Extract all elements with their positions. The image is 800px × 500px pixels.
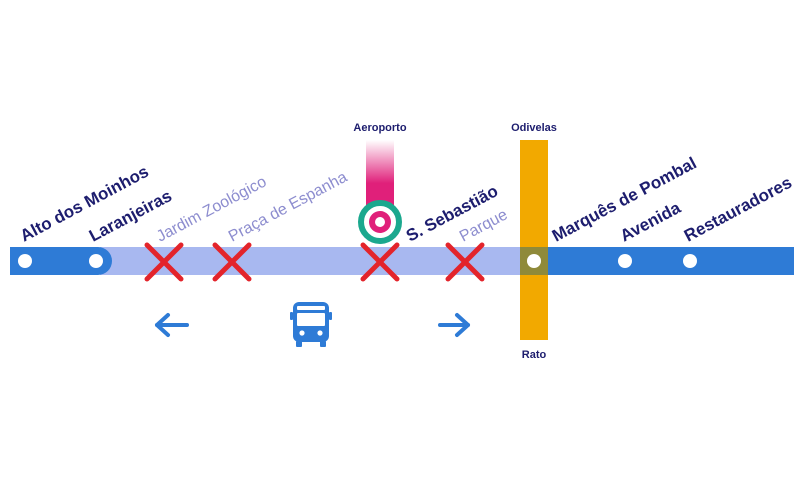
station-label-s-sebastiao: S. Sebastião <box>403 181 501 245</box>
interchange-dot-s-sebastiao <box>375 217 385 227</box>
x-mark-icon <box>360 242 400 282</box>
x-mark-icon <box>445 242 485 282</box>
x-mark-icon <box>212 242 252 282</box>
station-dot-avenida <box>618 254 632 268</box>
station-label-restauradores: Restauradores <box>681 173 795 246</box>
x-mark-icon <box>144 242 184 282</box>
yellow-line: Odivelas Rato <box>511 122 557 361</box>
arrow-left-icon <box>155 313 189 337</box>
bus-icon <box>290 302 332 347</box>
station-dot-restauradores <box>683 254 697 268</box>
line-label-odivelas: Odivelas <box>511 122 557 134</box>
blue-line <box>10 247 794 275</box>
closed-markers <box>144 242 485 282</box>
station-label-praca-de-espanha: Praça de Espanha <box>226 169 350 246</box>
blue-line-east-segment <box>548 247 794 275</box>
station-labels: Alto dos Moinhos Laranjeiras Jardim Zool… <box>17 153 795 245</box>
station-dot-marques-de-pombal <box>527 254 541 268</box>
blue-line-west-segment <box>10 247 112 275</box>
line-label-aeroporto: Aeroporto <box>353 122 406 134</box>
station-dots <box>18 200 697 268</box>
station-dot-laranjeiras <box>89 254 103 268</box>
arrow-right-icon <box>438 313 470 337</box>
line-label-rato: Rato <box>522 349 547 361</box>
station-dot-alto-dos-moinhos <box>18 254 32 268</box>
yellow-line-bar <box>520 140 548 340</box>
